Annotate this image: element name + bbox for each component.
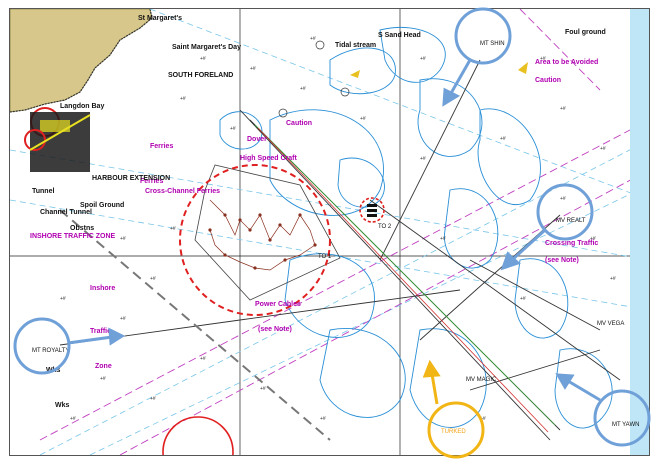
label-harbour-extension: HARBOUR EXTENSION [92,175,170,182]
label-to2: TO 2 [378,224,392,230]
svg-text:+#: +# [180,96,186,102]
svg-text:+#: +# [100,376,106,382]
danger-circle-small [359,197,385,223]
svg-text:+#: +# [250,66,256,72]
depth-contours [219,26,613,429]
label-channel-tunnel: Channel Tunnel [40,209,92,216]
svg-text:+#: +# [310,36,316,42]
ship-mv-vega: MV VEGA [597,321,624,327]
green-track [254,124,556,426]
label-ferries-b: Ferries [140,178,163,185]
vessel-tracks [59,59,621,441]
track-points [208,213,317,270]
label-see-note: (see Note) [258,326,292,333]
ship-mv-realt: MV REALT [556,218,586,224]
svg-text:+#: +# [590,236,596,242]
svg-text:+#: +# [60,296,66,302]
svg-text:+#: +# [120,236,126,242]
svg-text:+#: +# [610,276,616,282]
ship-mt-shin: MT SHIN [480,41,505,47]
label-obstns: Obstns [70,225,94,232]
harbour-cluster [24,112,91,172]
inner-track [209,199,316,271]
callout-mt-yawn[interactable] [593,389,651,447]
label-foul-ground: Foul ground [565,29,606,36]
svg-text:+#: +# [70,416,76,422]
ship-mt-royalty: MT ROYALTY [32,348,69,354]
label-dover: Dover [247,136,267,143]
soundings: +# +# +# +# +# +# +# +# +# +# +# +# +# +# +# +# +# +… [60,36,616,422]
svg-text:+#: +# [230,126,236,132]
label-inshore: Inshore [90,285,115,292]
svg-text:+#: +# [560,106,566,112]
danger-circle-bottom [162,416,234,455]
patrol-pattern [194,164,341,301]
label-caution-top: Caution [535,77,561,84]
svg-text:+#: +# [480,416,486,422]
callout-mv-realt[interactable] [536,183,594,241]
dashed-route [59,209,331,441]
svg-text:+#: +# [260,386,266,392]
label-s-sand-head: S Sand Head [378,32,421,39]
svg-text:+#: +# [360,116,366,122]
callouts [13,7,651,459]
svg-text:+#: +# [170,226,176,232]
svg-text:+#: +# [440,236,446,242]
svg-text:+#: +# [500,136,506,142]
svg-text:+#: +# [600,146,606,152]
label-langdon-bay: Langdon Bay [60,103,104,110]
land-mass [10,9,153,113]
svg-text:+#: +# [200,356,206,362]
yellow-markers [350,62,528,78]
svg-text:+#: +# [560,196,566,202]
label-cross-channel: Cross-Channel Ferries [145,188,220,195]
svg-text:+#: +# [120,316,126,322]
label-high-speed: High Speed Craft [240,155,297,162]
label-spoil-ground: Spoil Ground [80,202,124,209]
deep-water-band [630,9,649,455]
buoys [278,40,350,118]
svg-text:+#: +# [150,396,156,402]
label-st-margarets: St Margaret's [138,15,182,22]
svg-text:+#: +# [420,156,426,162]
wreck-symbol [367,204,377,217]
callout-arrows [67,59,601,405]
svg-text:+#: +# [420,56,426,62]
svg-text:+#: +# [540,56,546,62]
label-to1: TO 1 [318,254,332,260]
label-south-foreland: SOUTH FORELAND [168,72,233,79]
svg-text:+#: +# [300,86,306,92]
ship-mt-yawn: MT YAWN [612,422,639,428]
label-margarets-day: Saint Margaret's Day [172,44,241,51]
label-ferries-a: Ferries [150,143,173,150]
label-inshore-traffic-zone: INSHORE TRAFFIC ZONE [30,233,115,240]
callout-mt-royalty[interactable] [13,317,71,375]
label-tunnel: Tunnel [32,188,54,195]
svg-text:+#: +# [320,416,326,422]
danger-circle-large [179,164,331,316]
label-power-cables: Power Cables [255,301,301,308]
callout-mt-shin[interactable] [454,7,512,65]
label-tidal-stream: Tidal stream [335,42,376,49]
svg-text:+#: +# [520,296,526,302]
svg-text:+#: +# [200,56,206,62]
coastline [10,9,153,113]
label-zone: Zone [95,363,112,370]
zone-boundaries [39,9,649,455]
label-crossing-traffic: Crossing Traffic [545,240,598,247]
label-area-avoided: Area to be Avoided [535,59,598,66]
grid-lines [10,9,649,455]
ship-mv-magic: MV MAGIC [466,377,497,383]
label-traffic: Traffic [90,328,111,335]
label-caution-mid: Caution [286,120,312,127]
label-wks-b: Wks [55,402,70,409]
svg-text:+#: +# [150,276,156,282]
label-see-note-right: (see Note) [545,257,579,264]
callout-target-orange[interactable] [427,401,485,459]
red-track [257,127,549,433]
ship-target-orange: TURKED [441,429,466,435]
